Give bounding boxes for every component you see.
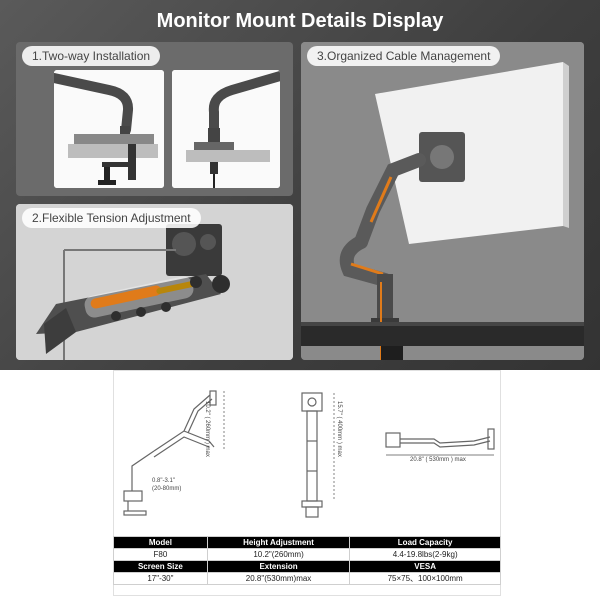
grommet-install-image <box>172 70 280 188</box>
clamp-range-label: 0.8"-3.1" <box>152 478 175 484</box>
spec-value-height: 10.2"(260mm) <box>206 548 351 561</box>
spec-value-row-2: 17"-30" 20.8"(530mm)max 75×75、100×100mm <box>113 572 501 585</box>
clamp-install-image <box>54 70 164 188</box>
spec-header-row-2: Screen Size Extension VESA <box>113 560 501 573</box>
side-view-drawing <box>123 390 225 516</box>
caption-two-way-installation: 1.Two-way Installation <box>22 46 161 66</box>
panel-two-way-installation: 1.Two-way Installation <box>16 42 293 196</box>
page-title: Monitor Mount Details Display <box>156 10 444 32</box>
spec-value-model: F80 <box>113 548 208 561</box>
extension-dimension-label: 20.8" ( 530mm ) max <box>410 457 466 463</box>
caption-cable-management: 3.Organized Cable Management <box>307 46 501 66</box>
spec-header-row-1: Model Height Adjustment Load Capacity <box>113 536 501 549</box>
caption-flexible-tension: 2.Flexible Tension Adjustment <box>22 208 201 228</box>
vertical-dimension-label: 15.7" ( 400mm ) max <box>336 401 342 457</box>
spec-header-vesa: VESA <box>349 560 501 573</box>
spec-value-screen: 17"-30" <box>113 572 208 585</box>
front-view-drawing <box>301 392 335 518</box>
spec-header-extension: Extension <box>206 560 351 573</box>
spec-value-vesa: 75×75、100×100mm <box>349 572 501 585</box>
spec-table: Model Height Adjustment Load Capacity F8… <box>113 536 501 585</box>
spec-value-row-1: F80 10.2"(260mm) 4.4-19.8lbs(2-9kg) <box>113 548 501 561</box>
height-dimension-label: 10.2" ( 260mm ) max <box>204 401 210 457</box>
top-view-drawing <box>385 428 495 456</box>
clamp-mount-illustration <box>54 70 164 188</box>
gas-spring-illustration <box>16 204 293 360</box>
spec-header-screen: Screen Size <box>113 560 208 573</box>
panel-flexible-tension: 2.Flexible Tension Adjustment <box>16 204 293 360</box>
dimension-diagrams <box>123 390 495 518</box>
grommet-mount-illustration <box>172 70 280 188</box>
spec-value-extension: 20.8"(530mm)max <box>206 572 351 585</box>
spec-header-load: Load Capacity <box>349 536 501 549</box>
hero-section: Monitor Mount Details Display 1.Two-way … <box>0 0 600 370</box>
spec-header-height: Height Adjustment <box>206 536 351 549</box>
cable-management-illustration <box>301 42 584 360</box>
panel-cable-management: 3.Organized Cable Management <box>301 42 584 360</box>
spec-header-model: Model <box>113 536 208 549</box>
clamp-range-metric-label: (20-80mm) <box>152 486 182 492</box>
spec-value-load: 4.4-19.8lbs(2-9kg) <box>349 548 501 561</box>
